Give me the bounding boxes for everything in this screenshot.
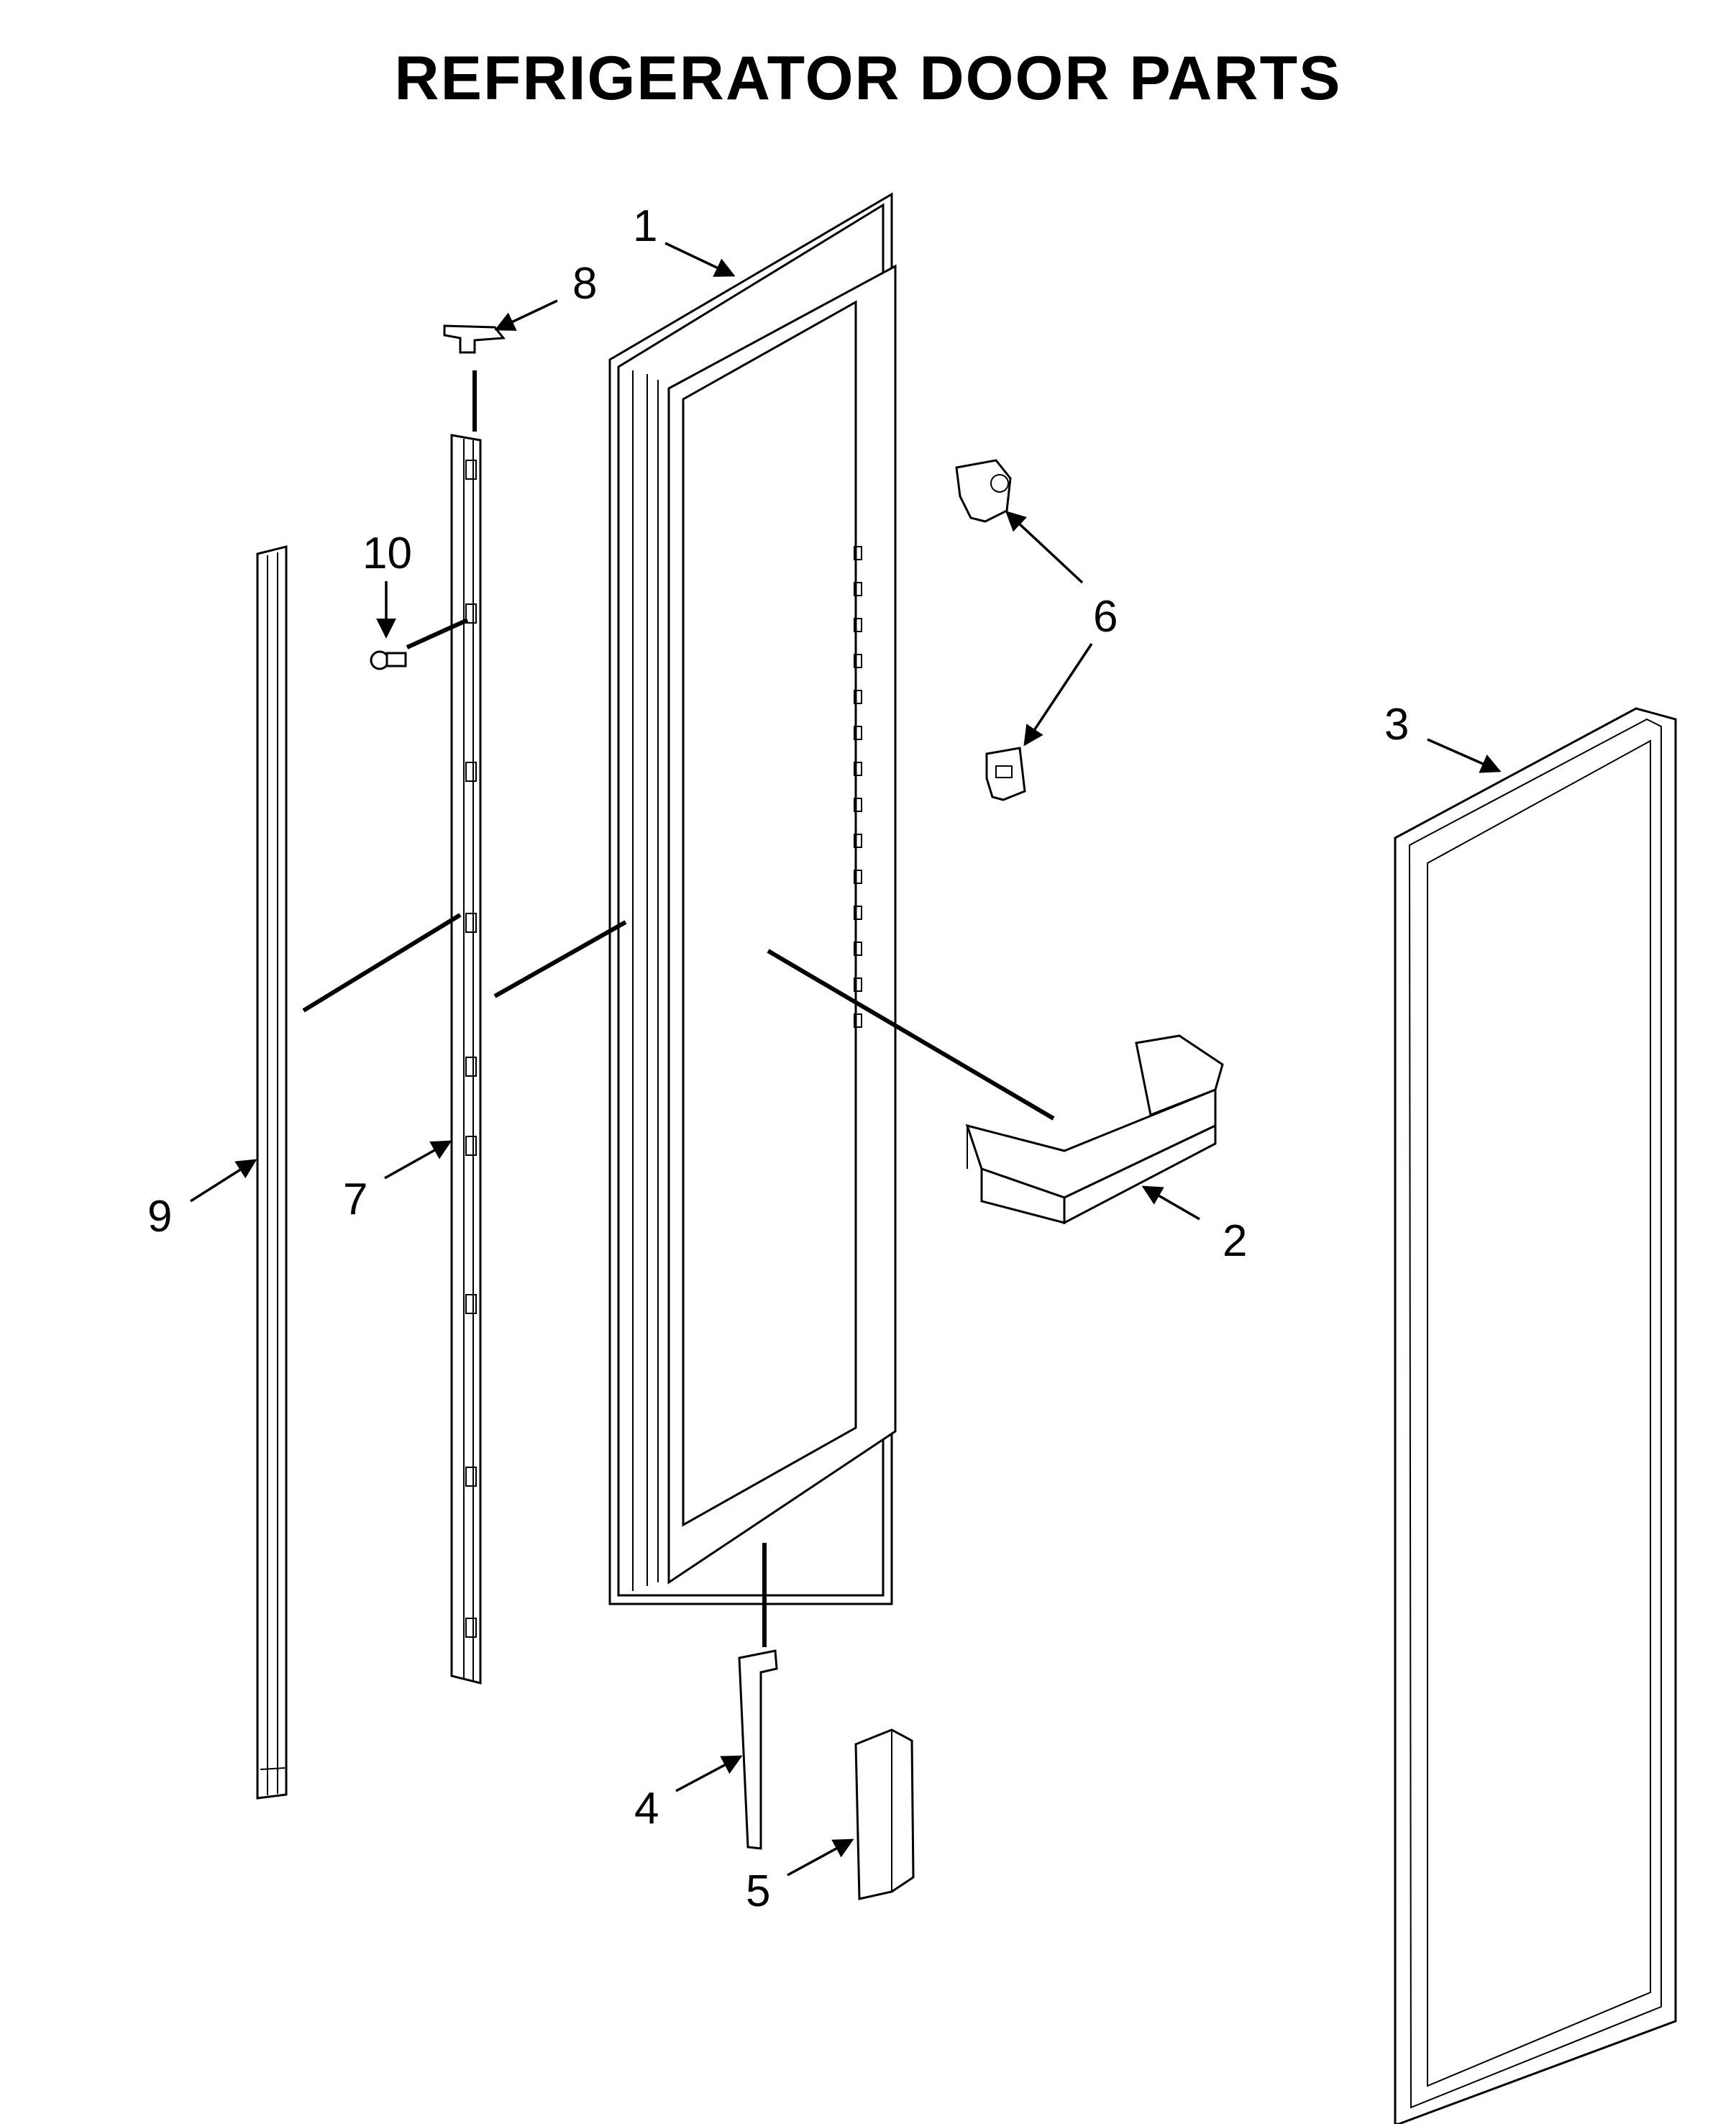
part-8-rail-cap [443,324,506,432]
callout-7: 7 [343,1175,367,1224]
part-6-hinge-clip-lower [985,747,1026,801]
part-1-door-liner [608,192,897,1605]
callout-3: 3 [1384,700,1409,749]
callout-5: 5 [746,1867,770,1916]
callout-9: 9 [147,1192,172,1241]
part-9-door-seal-strip [256,545,288,1800]
part-6-hinge-clip-upper [955,459,1012,523]
callout-2: 2 [1223,1216,1247,1266]
callout-10: 10 [362,529,412,578]
diagram-title: REFRIGERATOR DOOR PARTS [394,44,1342,113]
callout-1: 1 [633,201,657,251]
assembly-leader-lines [302,913,1055,1121]
part-10-screw [370,618,469,670]
callout-arrows [190,242,1502,1877]
part-7-door-rail [450,434,482,1685]
callout-4: 4 [634,1784,659,1833]
callout-8: 8 [572,259,597,309]
callout-6: 6 [1093,592,1118,642]
part-3-door-panel [1394,707,1677,2124]
part-2-door-bin [965,1034,1224,1225]
part-4-bottom-bracket [738,1543,778,1850]
part-5-trim-channel [854,1728,915,1900]
